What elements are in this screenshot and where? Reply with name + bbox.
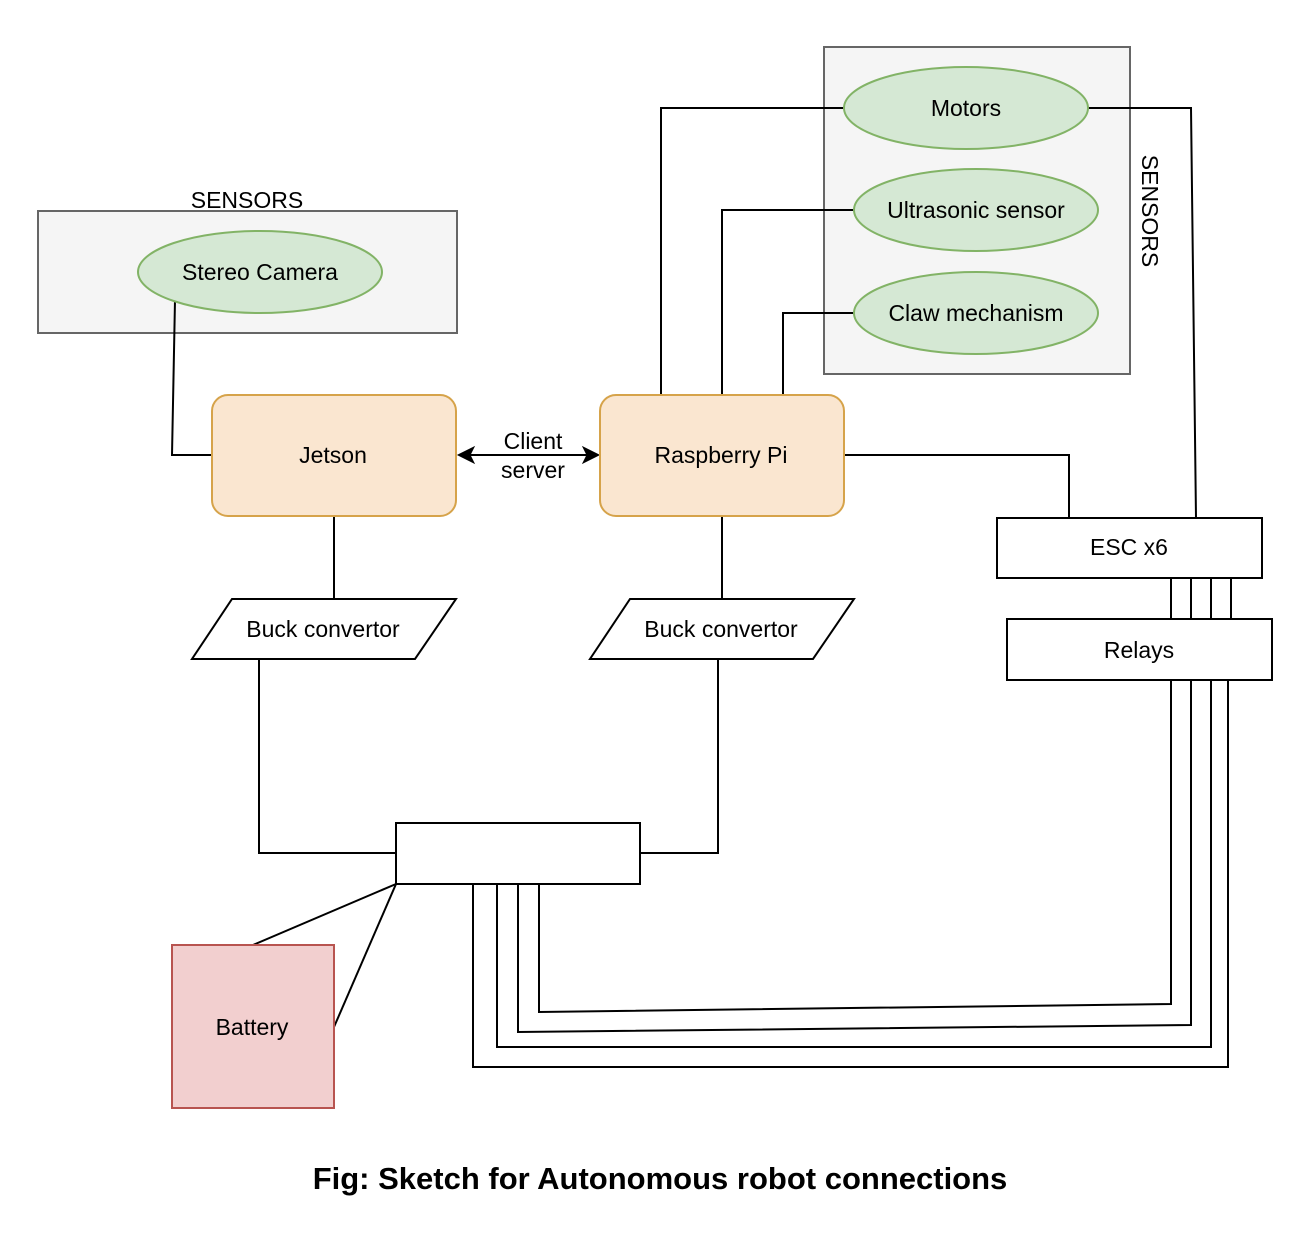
relays-label: Relays [1104,637,1174,663]
sensor-group-right-label: SENSORS [1137,155,1163,267]
buck-converter-right-shape [588,598,856,660]
wire-relays-block-4 [472,681,1229,1068]
battery-node: Battery [171,944,335,1109]
client-server-arrowhead-left [456,445,476,465]
relays-node: Relays [1006,618,1273,681]
wire-buck-right-block [641,660,719,854]
raspberry-pi-label: Raspberry Pi [655,442,788,468]
stereo-camera-label: Stereo Camera [182,259,338,285]
jetson-shape [211,394,457,517]
jetson-node: Jetson [211,394,457,517]
figure-caption: Fig: Sketch for Autonomous robot connect… [313,1161,1008,1196]
buck-converter-right-node: Buck convertor [588,598,856,660]
wire-relays-block-2 [517,681,1192,1034]
buck-converter-left-label: Buck convertor [246,616,400,642]
wire-battery-block-2 [333,883,397,1028]
wire-buck-left-block [258,660,396,854]
sensor-group-left-label: SENSORS [191,187,303,213]
wire-claw-pi [782,312,855,395]
claw-mechanism-label: Claw mechanism [888,300,1063,326]
wire-pi-esc [845,454,1070,518]
buck-converter-left-node: Buck convertor [190,598,458,660]
distribution-block-node [395,822,641,885]
esc-label: ESC x6 [1090,534,1168,560]
motors-label: Motors [931,95,1001,121]
stereo-camera-node: Stereo Camera [137,230,383,314]
ultrasonic-sensor-shape [853,168,1099,252]
claw-mechanism-node: Claw mechanism [853,271,1099,355]
esc-shape [996,517,1263,579]
relays-shape [1006,618,1273,681]
ultrasonic-sensor-node: Ultrasonic sensor [853,168,1099,252]
wire-battery-block-1 [252,883,397,946]
claw-mechanism-shape [853,271,1099,355]
connection-wires [170,107,1232,1068]
client-server-label-line2: server [501,457,565,483]
client-server-arrowhead-right [581,445,601,465]
wire-relays-block-3 [496,681,1212,1048]
wire-camera-jetson [170,299,213,456]
raspberry-pi-shape [599,394,845,517]
buck-converter-left-shape [190,598,458,660]
buck-converter-right-label: Buck convertor [644,616,798,642]
wire-relays-block-1 [538,681,1172,1014]
motors-shape [843,66,1089,150]
wire-motors-pi [660,107,845,395]
jetson-label: Jetson [299,442,367,468]
wire-motors-esc [1088,107,1197,519]
stereo-camera-shape [137,230,383,314]
distribution-block-shape [395,822,641,885]
wire-ultrasonic-pi [721,209,855,395]
motors-node: Motors [843,66,1089,150]
battery-label: Battery [216,1014,289,1040]
esc-node: ESC x6 [996,517,1263,579]
client-server-label-line1: Client [504,428,563,454]
battery-shape [171,944,335,1109]
ultrasonic-sensor-label: Ultrasonic sensor [887,197,1065,223]
raspberry-pi-node: Raspberry Pi [599,394,845,517]
